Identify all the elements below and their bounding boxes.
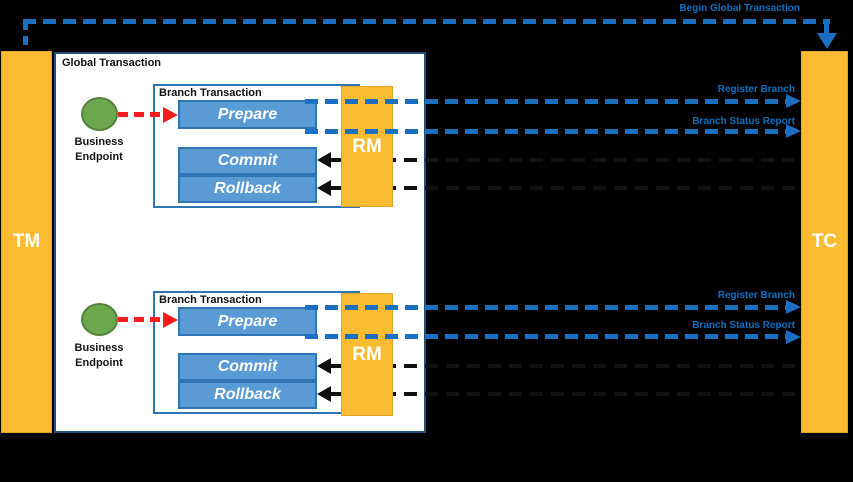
- rm-bar: RM: [341, 86, 393, 207]
- branch-status-report-arrow-icon: [786, 330, 801, 344]
- branch-status-report-line: [305, 334, 786, 339]
- rm-bar: RM: [341, 293, 393, 416]
- invoke-arrow-icon: [163, 107, 178, 123]
- branch-status-report-label: Branch Status Report: [692, 320, 795, 331]
- rollback-box: Rollback: [178, 175, 317, 203]
- begin-global-transaction-label: Begin Global Transaction: [679, 3, 800, 14]
- begin-global-transaction-arrow-icon: [817, 33, 837, 49]
- business-endpoint-icon: [81, 303, 118, 336]
- register-branch-label: Register Branch: [717, 84, 795, 95]
- invoke-line: [118, 317, 163, 322]
- branch-status-report-label: Branch Status Report: [692, 116, 795, 127]
- invoke-line: [118, 112, 163, 117]
- rollback-arrow-icon: [317, 386, 331, 402]
- commit-arrow-icon: [317, 358, 331, 374]
- begin-global-transaction-line-left: [23, 21, 28, 51]
- tc-bar: TC: [801, 51, 848, 433]
- tm-bar: TM: [1, 51, 52, 433]
- rollback-line-stem: [331, 392, 341, 396]
- register-branch-line: [305, 305, 786, 310]
- commit-arrow-icon: [317, 152, 331, 168]
- register-branch-arrow-icon: [786, 300, 801, 314]
- register-branch-label: Register Branch: [717, 290, 795, 301]
- rollback-box: Rollback: [178, 381, 317, 409]
- branch-status-report-line: [305, 129, 786, 134]
- branch-status-report-arrow-icon: [786, 124, 801, 138]
- rm-label: RM: [352, 135, 382, 157]
- commit-box: Commit: [178, 353, 317, 381]
- business-endpoint-icon: [81, 97, 118, 131]
- commit-box: Commit: [178, 147, 317, 175]
- begin-global-transaction-line-right: [824, 24, 829, 35]
- rollback-line: [341, 186, 795, 190]
- business-endpoint-label: Business Endpoint: [74, 342, 124, 369]
- begin-global-transaction-line: [23, 19, 830, 24]
- global-transaction-label: Global Transaction: [62, 57, 162, 69]
- prepare-box: Prepare: [178, 100, 317, 129]
- branch-transaction-label: Branch Transaction: [159, 87, 262, 99]
- tc-label: TC: [811, 231, 838, 252]
- commit-line: [341, 364, 795, 368]
- tm-label: TM: [12, 231, 41, 252]
- business-endpoint-label: Business Endpoint: [74, 136, 124, 163]
- commit-line: [341, 158, 795, 162]
- rollback-arrow-icon: [317, 180, 331, 196]
- commit-line-stem: [331, 158, 341, 162]
- rollback-line: [341, 392, 795, 396]
- prepare-box: Prepare: [178, 307, 317, 336]
- branch-transaction-label: Branch Transaction: [159, 294, 262, 306]
- rollback-line-stem: [331, 186, 341, 190]
- register-branch-arrow-icon: [786, 94, 801, 108]
- invoke-arrow-icon: [163, 312, 178, 328]
- commit-line-stem: [331, 364, 341, 368]
- rm-label: RM: [352, 343, 382, 365]
- register-branch-line: [305, 99, 786, 104]
